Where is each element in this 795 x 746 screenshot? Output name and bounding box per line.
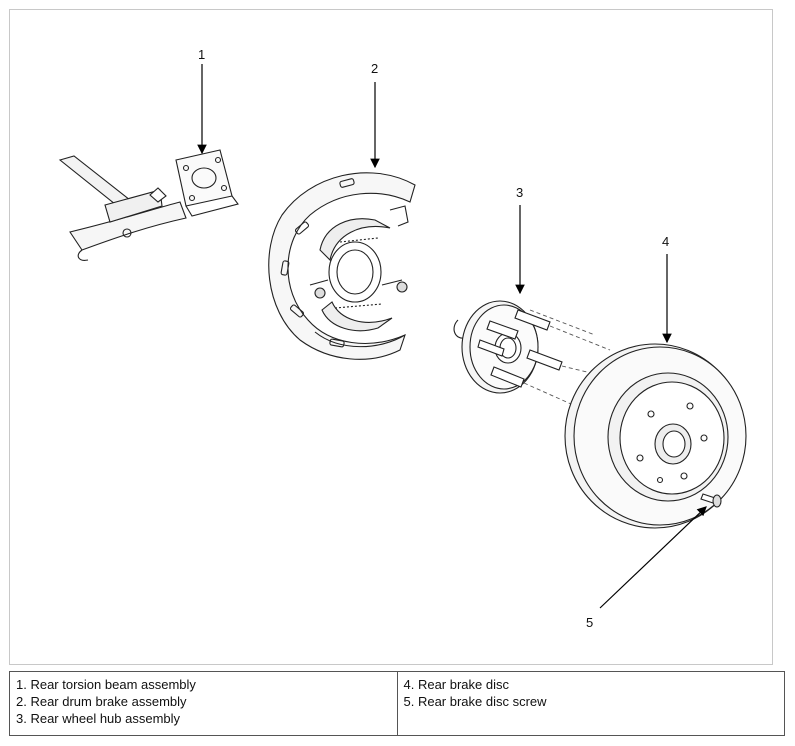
exploded-view-diagram: 1 2 3 4 5 — [58, 47, 747, 630]
callout-4-label: 4 — [662, 234, 669, 249]
torsion-beam-drawing — [58, 149, 239, 261]
legend-item: 5. Rear brake disc screw — [403, 694, 547, 709]
exploded-diagram-frame: 1 2 3 4 5 — [9, 9, 773, 665]
legend-column-right: 4. Rear brake disc 5. Rear brake disc sc… — [396, 672, 785, 735]
legend-item: 1. Rear torsion beam assembly — [16, 677, 196, 692]
brake-disc-drawing — [564, 343, 747, 529]
callout-2-label: 2 — [371, 61, 378, 76]
legend-column-left: 1. Rear torsion beam assembly 2. Rear dr… — [10, 672, 397, 735]
legend-item: 4. Rear brake disc — [403, 677, 510, 692]
callout-5-label: 5 — [586, 615, 593, 630]
callout-1-label: 1 — [198, 47, 205, 62]
parts-legend-table: 1. Rear torsion beam assembly 2. Rear dr… — [9, 671, 785, 736]
drum-brake-drawing — [268, 172, 416, 360]
legend-item: 2. Rear drum brake assembly — [16, 694, 187, 709]
callout-3-label: 3 — [516, 185, 523, 200]
disc-screw-drawing — [700, 493, 722, 508]
legend-item: 3. Rear wheel hub assembly — [16, 711, 181, 726]
leader-arrows — [197, 64, 707, 609]
wheel-hub-drawing — [453, 300, 621, 409]
